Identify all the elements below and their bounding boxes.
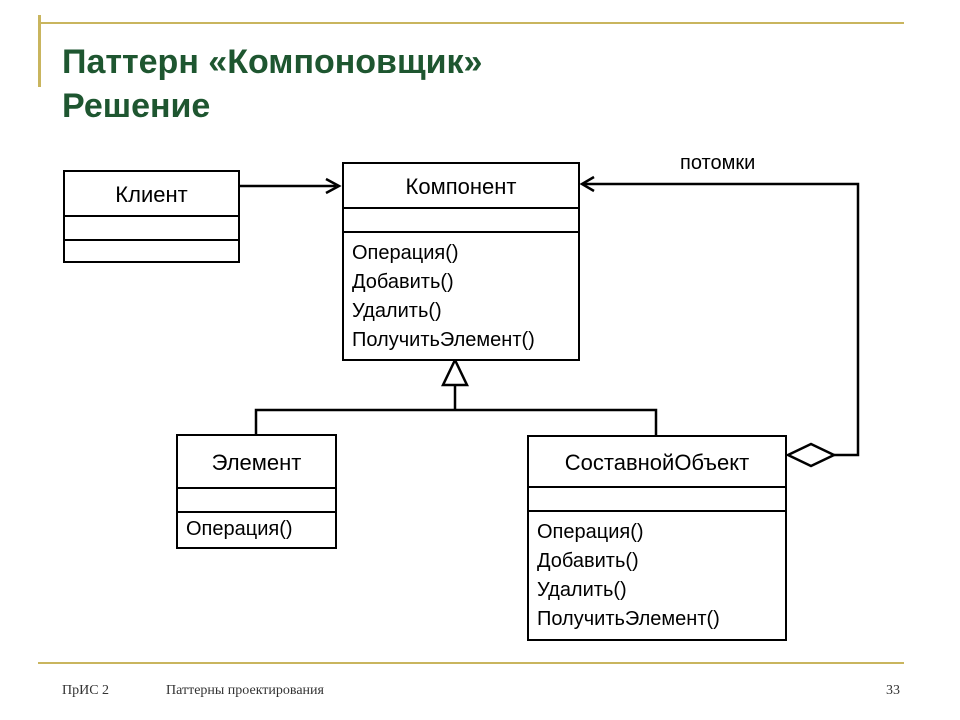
composite-op-add: Добавить() [537,550,639,572]
class-composite-name: СоставнойОбъект [529,437,785,488]
inheritance-triangle [441,357,469,387]
frame-vertical-accent [38,15,41,87]
aggregation-line [584,182,860,457]
component-op-remove: Удалить() [352,300,442,322]
footer-page-number: 33 [886,683,900,698]
aggregation-diamond [785,442,837,468]
footer-course: ПрИС 2 [62,683,110,698]
class-component-operations: Операция() Добавить() Удалить() Получить… [344,233,578,355]
slide-title-line2: Решение [62,87,211,125]
class-component-attributes [344,209,578,233]
component-op-operation: Операция() [352,242,459,264]
composite-op-operation: Операция() [537,521,644,543]
component-op-get-child: ПолучитьЭлемент() [352,329,535,351]
component-op-add: Добавить() [352,271,454,293]
class-leaf-name: Элемент [178,436,335,489]
class-client-name: Клиент [65,172,238,217]
frame-top-rule [38,22,904,24]
leaf-op-operation: Операция() [186,518,293,540]
class-component: Компонент Операция() Добавить() Удалить(… [342,162,580,361]
class-component-name: Компонент [344,164,578,209]
footer-rule [38,662,904,664]
slide-title: Паттерн «Компоновщик» Решение [62,40,482,128]
class-composite-attributes [529,488,785,512]
slide-title-line1: Паттерн «Компоновщик» [62,43,483,81]
composite-op-remove: Удалить() [537,579,627,601]
inheritance-branch-line [254,408,658,435]
class-composite: СоставнойОбъект Операция() Добавить() Уд… [527,435,787,641]
class-leaf-attributes [178,489,335,513]
composite-op-get-child: ПолучитьЭлемент() [537,608,720,630]
class-client: Клиент [63,170,240,263]
class-leaf-operations: Операция() [178,513,335,544]
footer-topic: Паттерны проектирования [166,683,324,698]
class-client-attributes [65,217,238,241]
association-arrowhead [325,177,342,195]
class-composite-operations: Операция() Добавить() Удалить() Получить… [529,512,785,634]
aggregation-label: потомки [680,152,756,174]
class-leaf: Элемент Операция() [176,434,337,549]
aggregation-arrowhead [579,175,595,193]
